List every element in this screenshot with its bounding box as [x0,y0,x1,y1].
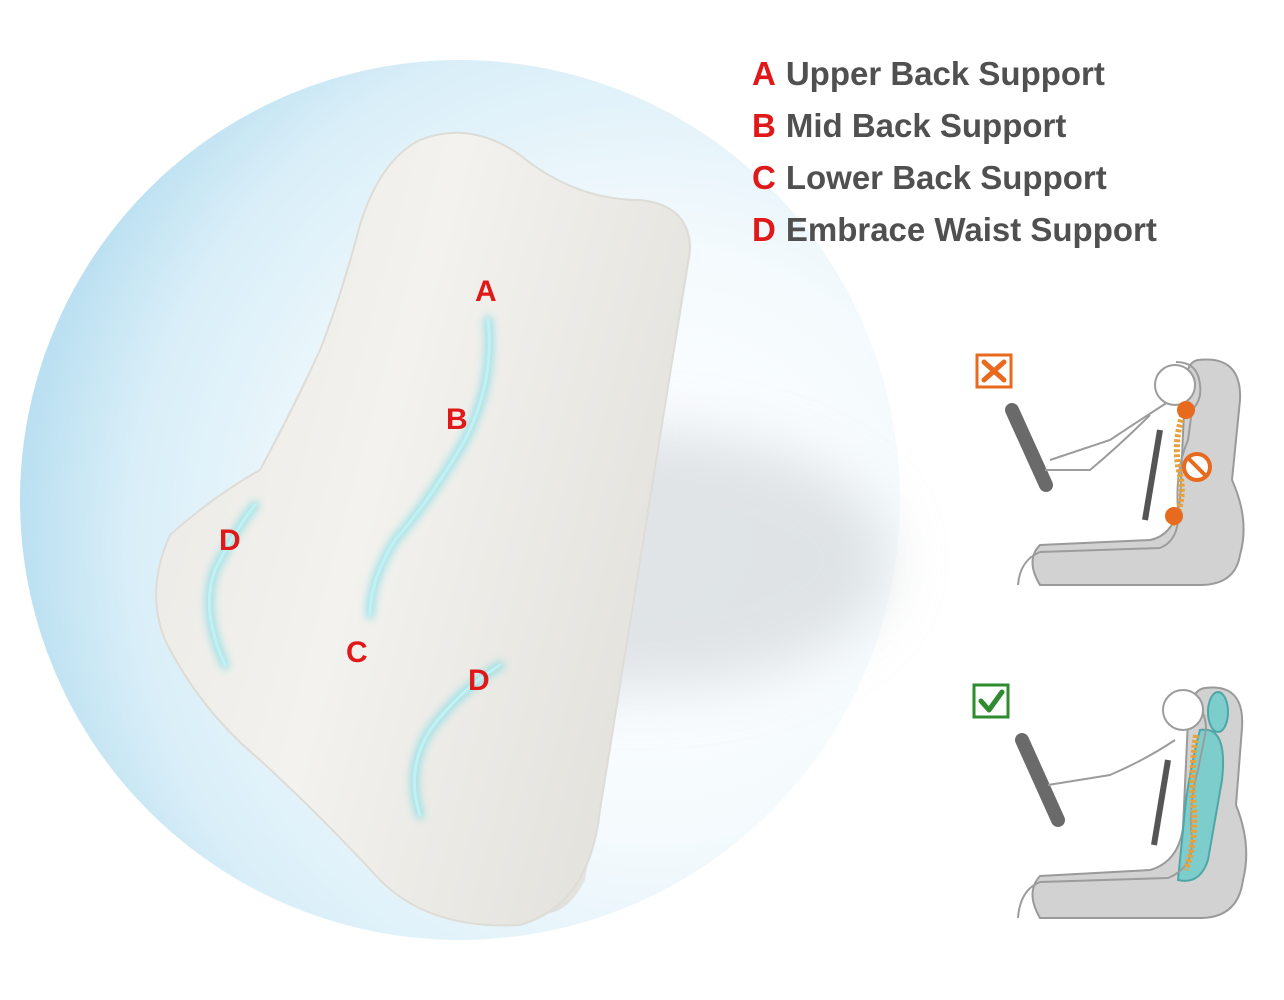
pillow-label-c: C [346,636,368,669]
legend-text: Upper Back Support [785,55,1105,92]
pillow-label-d-right: D [468,664,490,697]
legend-text: Mid Back Support [785,107,1067,144]
pillow-label-b: B [446,403,468,436]
legend-letter: D [752,211,776,248]
legend-letter: A [752,55,776,92]
legend-text: Embrace Waist Support [785,211,1157,248]
wrong-posture-diagram [975,353,1245,586]
pillow-label-a: A [475,275,497,308]
pain-point-lower [1165,507,1183,525]
right-posture-diagram [972,683,1248,919]
legend-letter: C [752,159,776,196]
legend-letter: B [752,107,776,144]
prohibition-icon [1182,452,1212,482]
pillow-label-d-left: D [219,524,241,557]
lumbar-support [1176,728,1224,882]
pillow-front [155,131,692,927]
legend-text: Lower Back Support [785,159,1107,196]
pillow-contours [204,315,505,820]
pain-point-upper [1177,401,1195,419]
